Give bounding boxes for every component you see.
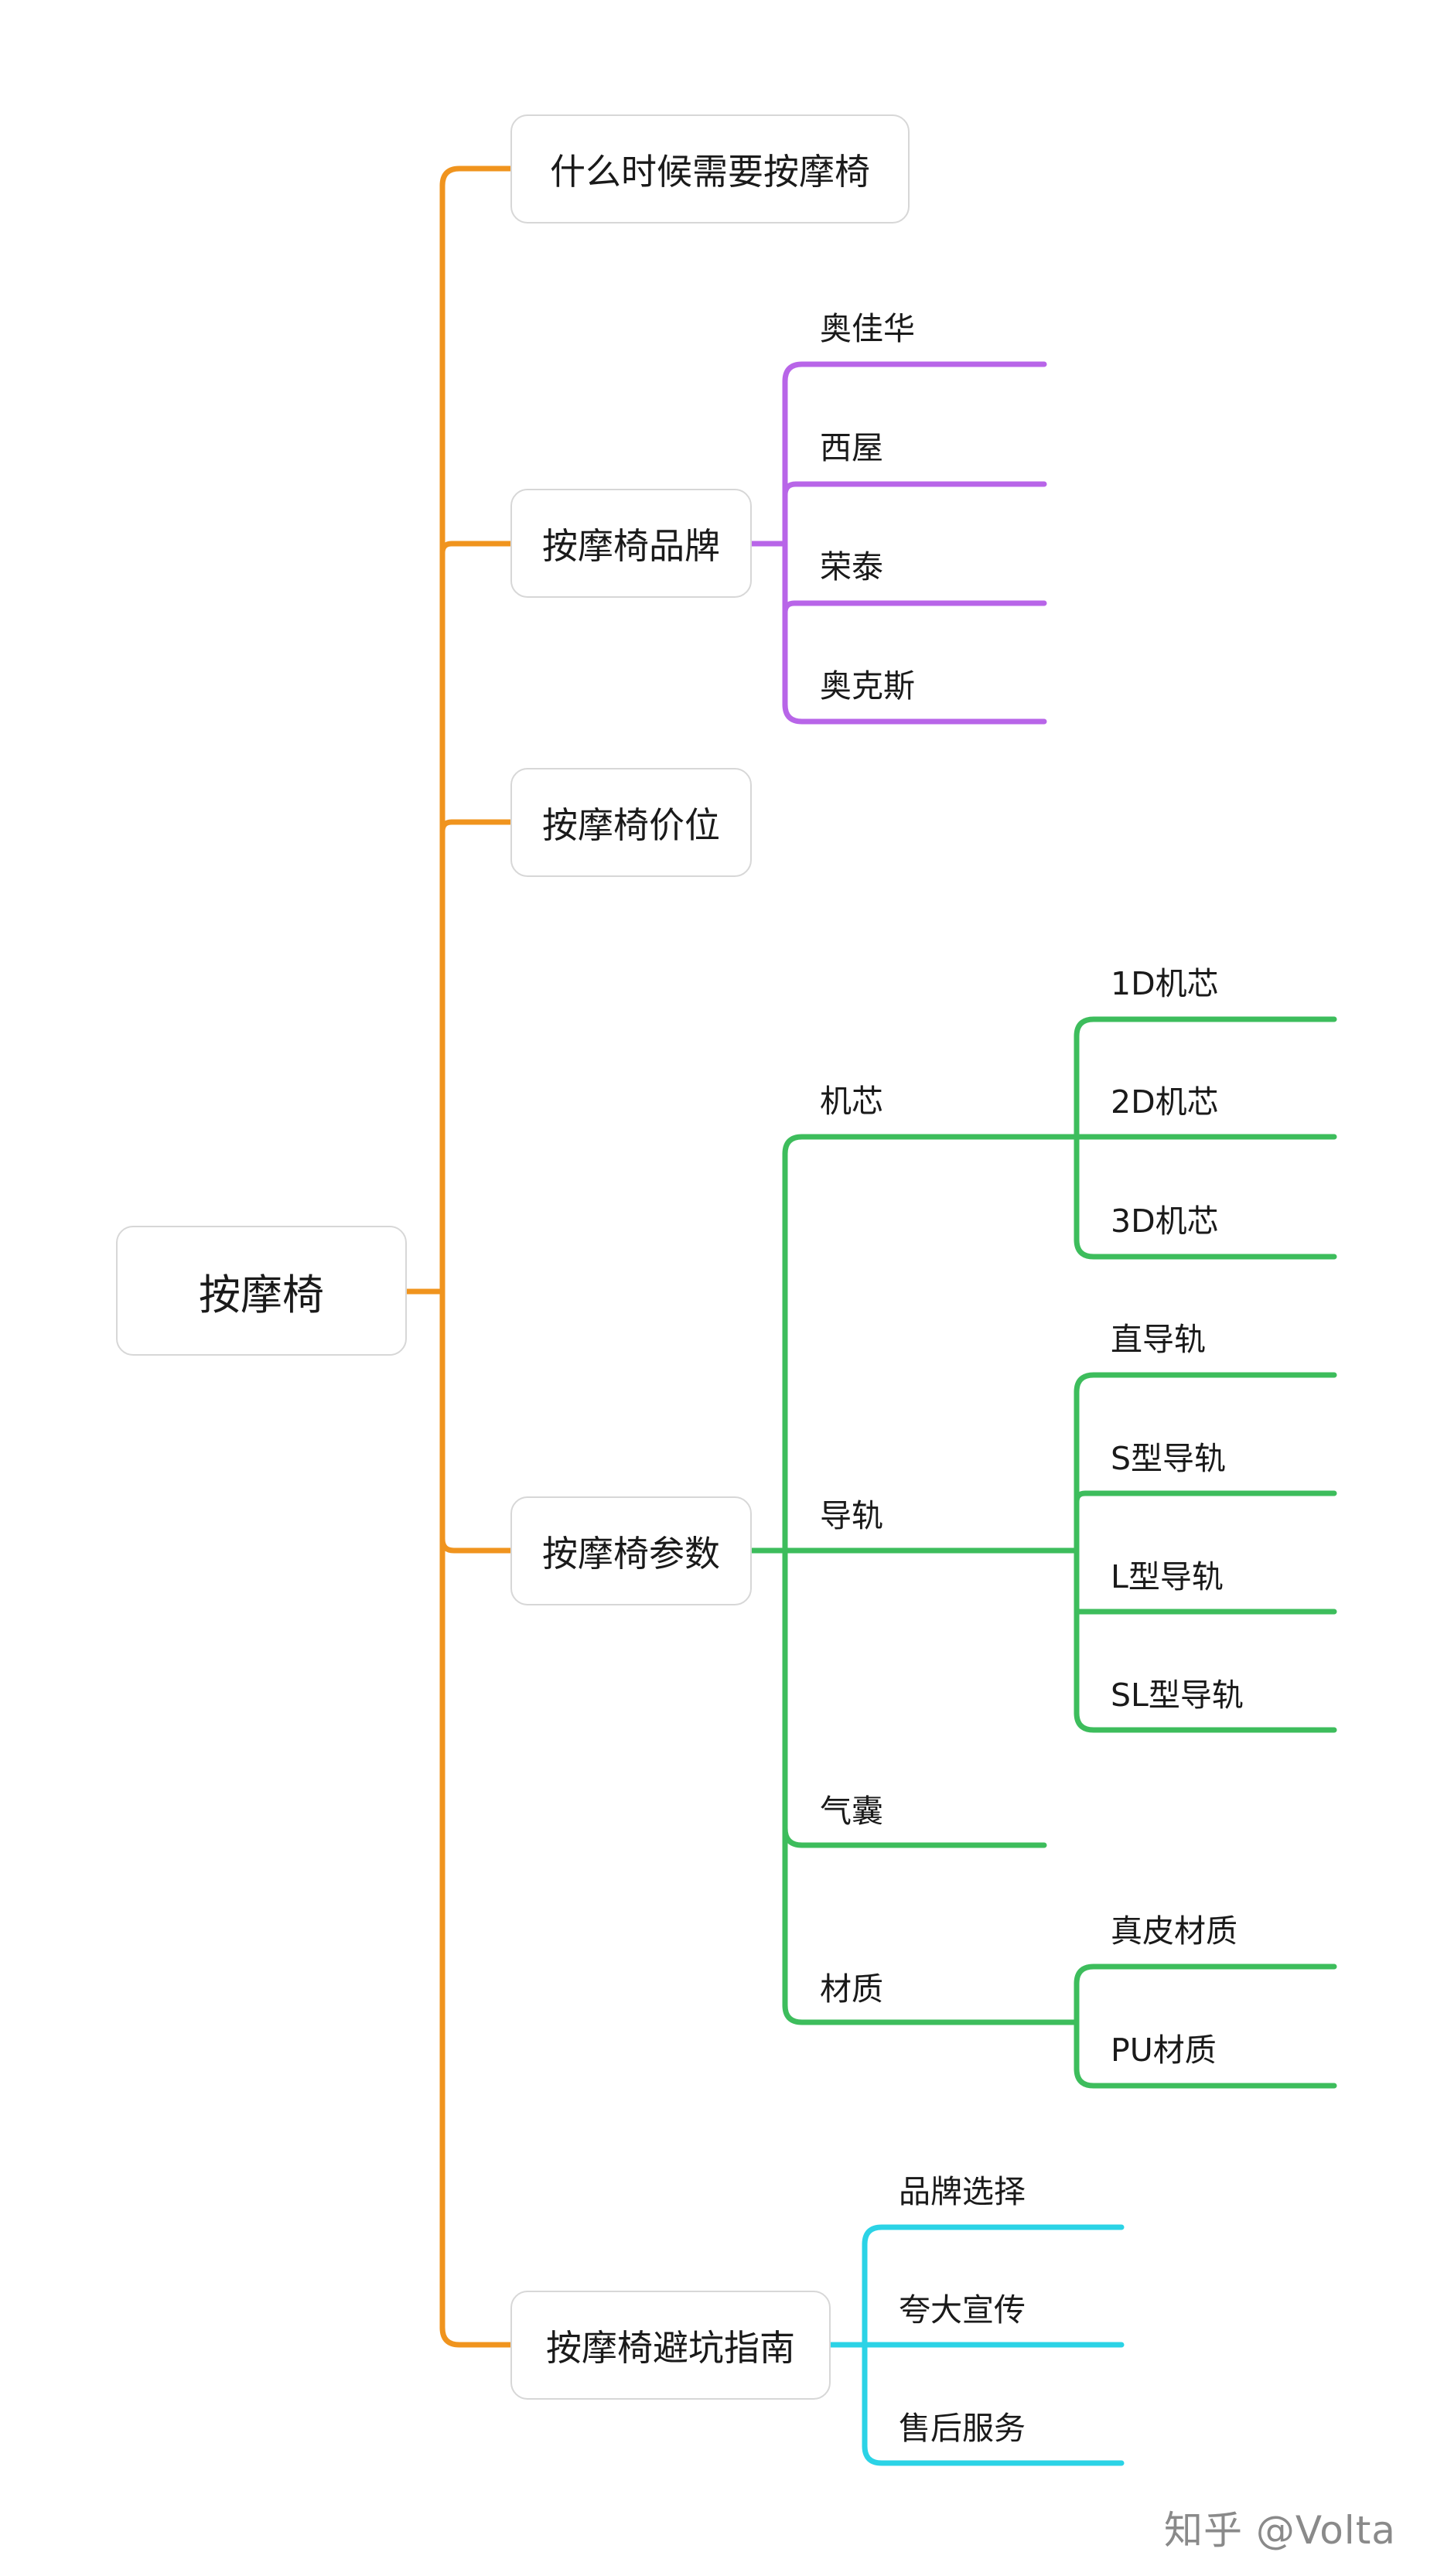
rail-type-leaf[interactable]: SL型导轨 [1111,1677,1244,1714]
params-group-label[interactable]: 材质 [820,1970,883,2008]
branch-brands[interactable]: 按摩椅品牌 [510,489,752,598]
params-group-label[interactable]: 导轨 [820,1497,883,1534]
branch-when-needed-label: 什么时候需要按摩椅 [550,150,870,193]
brand-leaf[interactable]: 西屋 [820,429,883,466]
branch-price-label: 按摩椅价位 [542,804,720,846]
material-leaf[interactable]: PU材质 [1111,2032,1217,2069]
watermark: 知乎 @Volta [1164,2508,1396,2553]
params-group-label[interactable]: 气囊 [820,1793,883,1830]
params-branch-lines [747,1016,1337,2089]
branch-when-needed[interactable]: 什么时候需要按摩椅 [510,114,910,223]
core-type-leaf[interactable]: 1D机芯 [1111,965,1219,1002]
brand-leaf[interactable]: 荣泰 [820,548,883,585]
branch-params[interactable]: 按摩椅参数 [510,1496,752,1605]
branch-price[interactable]: 按摩椅价位 [510,768,752,877]
root-node[interactable]: 按摩椅 [116,1226,407,1356]
main-branch-lines [402,165,514,2348]
guide-leaf[interactable]: 售后服务 [899,2410,1026,2447]
branch-guide-label: 按摩椅避坑指南 [546,2326,795,2369]
material-leaf[interactable]: 真皮材质 [1111,1912,1237,1950]
brand-leaf[interactable]: 奥克斯 [820,667,915,705]
brand-leaf[interactable]: 奥佳华 [820,310,915,347]
branch-brands-label: 按摩椅品牌 [542,524,720,567]
guide-branch-lines [826,2224,1125,2466]
guide-leaf[interactable]: 品牌选择 [899,2173,1026,2210]
branch-params-label: 按摩椅参数 [542,1532,720,1575]
branch-guide[interactable]: 按摩椅避坑指南 [510,2291,831,2400]
brand-branch-lines [747,361,1047,725]
core-type-leaf[interactable]: 3D机芯 [1111,1203,1219,1240]
params-group-label[interactable]: 机芯 [820,1083,883,1120]
core-type-leaf[interactable]: 2D机芯 [1111,1083,1219,1121]
rail-type-leaf[interactable]: 直导轨 [1111,1321,1206,1358]
rail-type-leaf[interactable]: S型导轨 [1111,1440,1227,1477]
root-node-label: 按摩椅 [199,1270,324,1319]
rail-type-leaf[interactable]: L型导轨 [1111,1558,1224,1595]
guide-leaf[interactable]: 夸大宣传 [899,2291,1026,2329]
